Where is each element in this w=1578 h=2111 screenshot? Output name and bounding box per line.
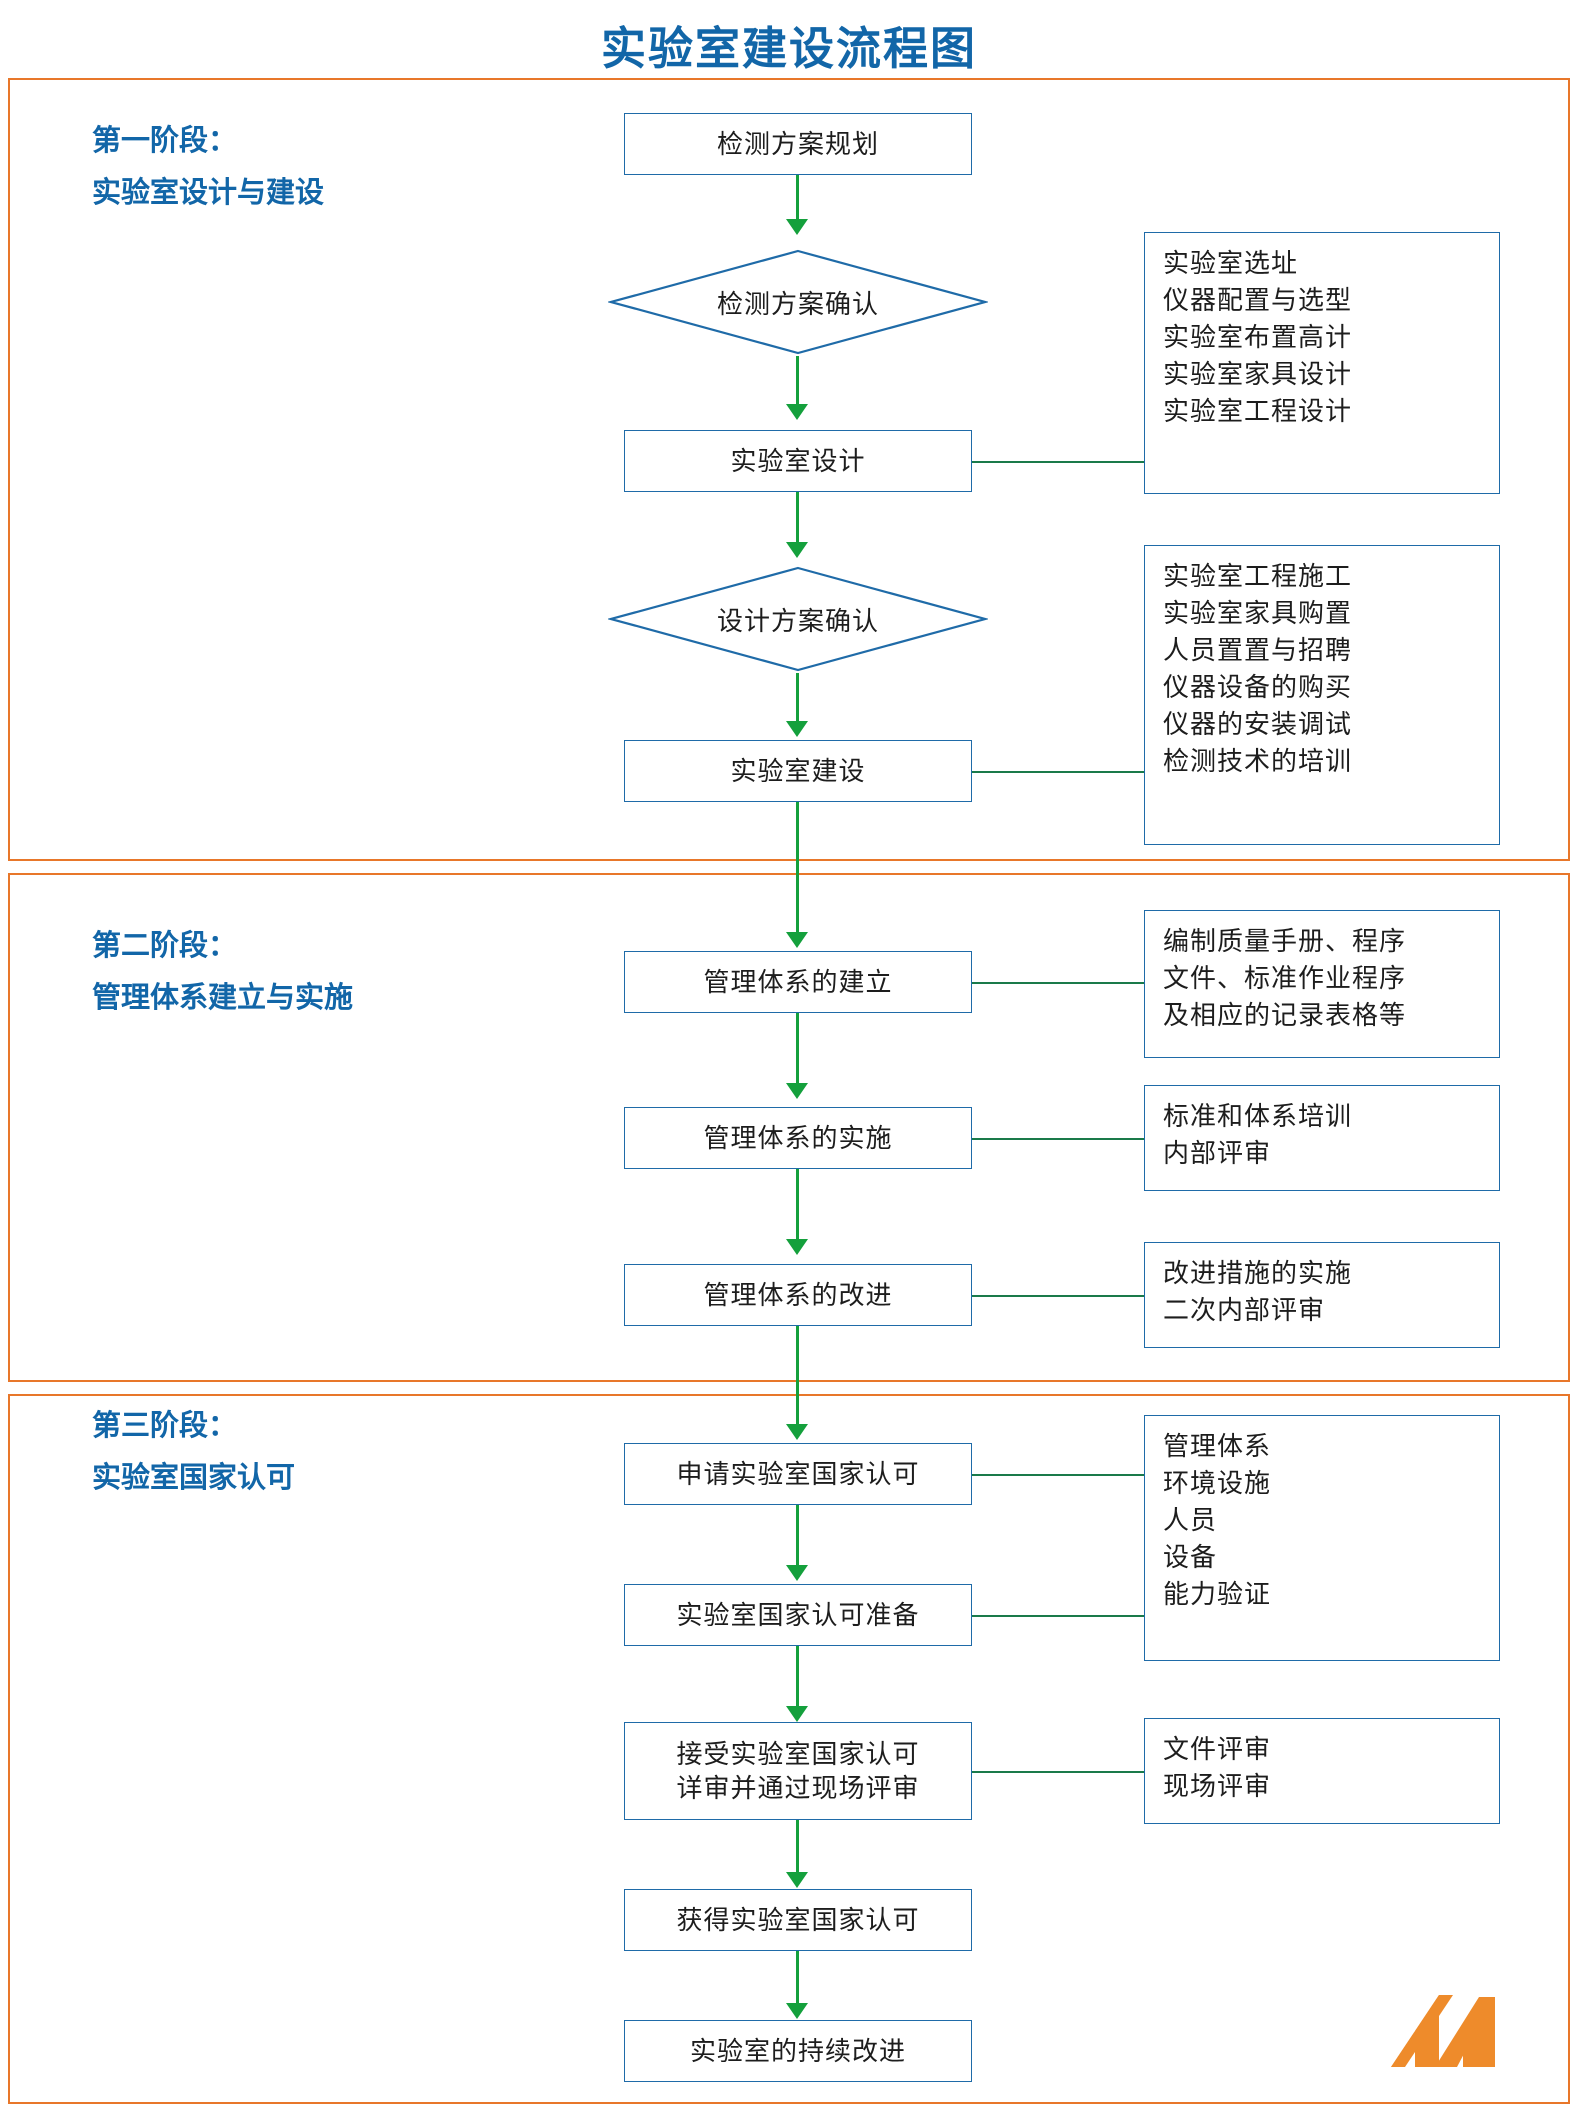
arrowhead-n1-n2	[786, 219, 808, 235]
stage-1-frame	[8, 78, 1570, 861]
note5-item-0: 改进措施的实施	[1163, 1258, 1353, 1288]
note6-item-3: 设备	[1163, 1541, 1218, 1572]
note6-item-0: 管理体系	[1163, 1431, 1272, 1461]
node-accept-onsite-assessment[interactable]: 接受实验室国家认可 详审并通过现场评审	[624, 1722, 972, 1820]
arrowhead-n10-n11	[786, 1706, 808, 1722]
note6-item-2: 人员	[1163, 1504, 1218, 1535]
decision-design-plan-confirm[interactable]: 设计方案确认	[608, 565, 988, 673]
note1-item-3: 实验室家具设计	[1163, 358, 1353, 389]
stage-3-label-line2: 实验室国家认可	[92, 1462, 296, 1494]
node-lab-design[interactable]: 实验室设计	[624, 430, 972, 492]
connector-n9-n10	[796, 1505, 799, 1569]
note6-item-4: 能力验证	[1163, 1578, 1272, 1609]
node-continuous-improvement[interactable]: 实验室的持续改进	[624, 2020, 972, 2082]
arrowhead-stage1-stage2	[786, 932, 808, 948]
stage-1-label: 第一阶段： 实验室设计与建设	[92, 115, 324, 219]
arrowhead-n7-n8	[786, 1239, 808, 1255]
note-lab-construction-items: 实验室工程施工 实验室家具购置 人员置置与招聘 仪器设备的购买 仪器的安装调试 …	[1144, 545, 1500, 845]
stage-3-frame	[8, 1394, 1570, 2104]
note3-item-2: 及相应的记录表格等	[1163, 999, 1407, 1030]
node-lab-construction[interactable]: 实验室建设	[624, 740, 972, 802]
note-mgmt-improve-items: 改进措施的实施 二次内部评审	[1144, 1242, 1500, 1348]
note-assessment-items: 文件评审 现场评审	[1144, 1718, 1500, 1824]
stage-2-label: 第二阶段： 管理体系建立与实施	[92, 920, 353, 1024]
page-title: 实验室建设流程图	[600, 23, 977, 74]
node-accept-onsite-assessment-line1: 接受实验室国家认可	[676, 1738, 920, 1769]
diamond-shape	[608, 566, 988, 672]
arrowhead-n6-n7	[786, 1083, 808, 1099]
note4-item-1: 内部评审	[1163, 1137, 1272, 1168]
arrowhead-n9-n10	[786, 1565, 808, 1581]
connector-n7-note4	[972, 1138, 1144, 1141]
node-accreditation-preparation[interactable]: 实验室国家认可准备	[624, 1584, 972, 1646]
node-mgmt-system-establish[interactable]: 管理体系的建立	[624, 951, 972, 1013]
note3-item-1: 文件、标准作业程序	[1163, 962, 1407, 993]
connector-n6-n7	[796, 1013, 799, 1087]
connector-n8-note5	[972, 1295, 1144, 1298]
connector-n2-n3	[796, 356, 799, 408]
connector-n10-note6	[972, 1615, 1144, 1618]
connector-n3-note1	[972, 461, 1144, 464]
connector-n6-note3	[972, 982, 1144, 985]
stage-3-label: 第三阶段： 实验室国家认可	[92, 1400, 295, 1504]
arrowhead-n3-n4	[786, 542, 808, 558]
diamond-shape	[608, 249, 988, 355]
note7-item-1: 现场评审	[1163, 1770, 1272, 1801]
note1-item-1: 仪器配置与选型	[1163, 284, 1353, 315]
node-detection-plan[interactable]: 检测方案规划	[624, 113, 972, 175]
note-mgmt-implement-items: 标准和体系培训 内部评审	[1144, 1085, 1500, 1191]
arrowhead-n12-n13	[786, 2003, 808, 2019]
connector-n11-note7	[972, 1771, 1144, 1774]
arrowhead-n11-n12	[786, 1872, 808, 1888]
connector-stage2-stage3	[796, 1326, 799, 1428]
note-accreditation-items: 管理体系 环境设施 人员 设备 能力验证	[1144, 1415, 1500, 1661]
decision-detection-plan-confirm[interactable]: 检测方案确认	[608, 248, 988, 356]
note5-item-1: 二次内部评审	[1163, 1294, 1326, 1325]
stage-2-label-line2: 管理体系建立与实施	[92, 982, 354, 1014]
note2-item-0: 实验室工程施工	[1163, 561, 1353, 591]
connector-n9-note6	[972, 1474, 1144, 1477]
note1-item-2: 实验室布置高计	[1163, 321, 1353, 352]
note1-item-4: 实验室工程设计	[1163, 395, 1353, 426]
note-lab-design-items: 实验室选址 仪器配置与选型 实验室布置高计 实验室家具设计 实验室工程设计	[1144, 232, 1500, 494]
decision-detection-plan-confirm-label: 检测方案确认	[716, 288, 879, 319]
connector-n3-n4	[796, 492, 799, 546]
connector-n5-note2	[972, 771, 1144, 774]
note7-item-0: 文件评审	[1163, 1734, 1272, 1764]
arrowhead-n4-n5	[786, 721, 808, 737]
note2-item-5: 检测技术的培训	[1163, 745, 1353, 776]
arrowhead-stage2-stage3	[786, 1424, 808, 1440]
connector-stage1-stage2	[796, 802, 799, 936]
connector-n11-n12	[796, 1820, 799, 1876]
node-apply-national-accreditation[interactable]: 申请实验室国家认可	[624, 1443, 972, 1505]
connector-n7-n8	[796, 1169, 799, 1243]
note-mgmt-establish-items: 编制质量手册、程序 文件、标准作业程序 及相应的记录表格等	[1144, 910, 1500, 1058]
connector-n1-n2	[796, 175, 799, 223]
note2-item-3: 仪器设备的购买	[1163, 671, 1353, 702]
note1-item-0: 实验室选址	[1163, 248, 1299, 278]
stage-1-label-line2: 实验室设计与建设	[92, 177, 325, 209]
arrowhead-n2-n3	[786, 404, 808, 420]
note6-item-1: 环境设施	[1163, 1467, 1272, 1498]
note2-item-1: 实验室家具购置	[1163, 597, 1353, 628]
stage-3-label-line1: 第三阶段：	[92, 1410, 238, 1442]
company-logo-icon	[1391, 1995, 1495, 2067]
connector-n12-n13	[796, 1951, 799, 2007]
note2-item-4: 仪器的安装调试	[1163, 708, 1353, 739]
note2-item-2: 人员置置与招聘	[1163, 634, 1353, 665]
node-obtain-accreditation[interactable]: 获得实验室国家认可	[624, 1889, 972, 1951]
note3-item-0: 编制质量手册、程序	[1163, 926, 1407, 956]
note4-item-0: 标准和体系培训	[1163, 1101, 1353, 1131]
stage-1-label-line1: 第一阶段：	[92, 125, 238, 157]
node-accept-onsite-assessment-line2: 详审并通过现场评审	[676, 1773, 920, 1803]
decision-design-plan-confirm-label: 设计方案确认	[716, 605, 879, 636]
node-mgmt-system-implement[interactable]: 管理体系的实施	[624, 1107, 972, 1169]
connector-n10-n11	[796, 1646, 799, 1710]
connector-n4-n5	[796, 673, 799, 725]
stage-2-label-line1: 第二阶段：	[92, 930, 238, 962]
stage-2-frame	[8, 873, 1570, 1382]
node-mgmt-system-improve[interactable]: 管理体系的改进	[624, 1264, 972, 1326]
